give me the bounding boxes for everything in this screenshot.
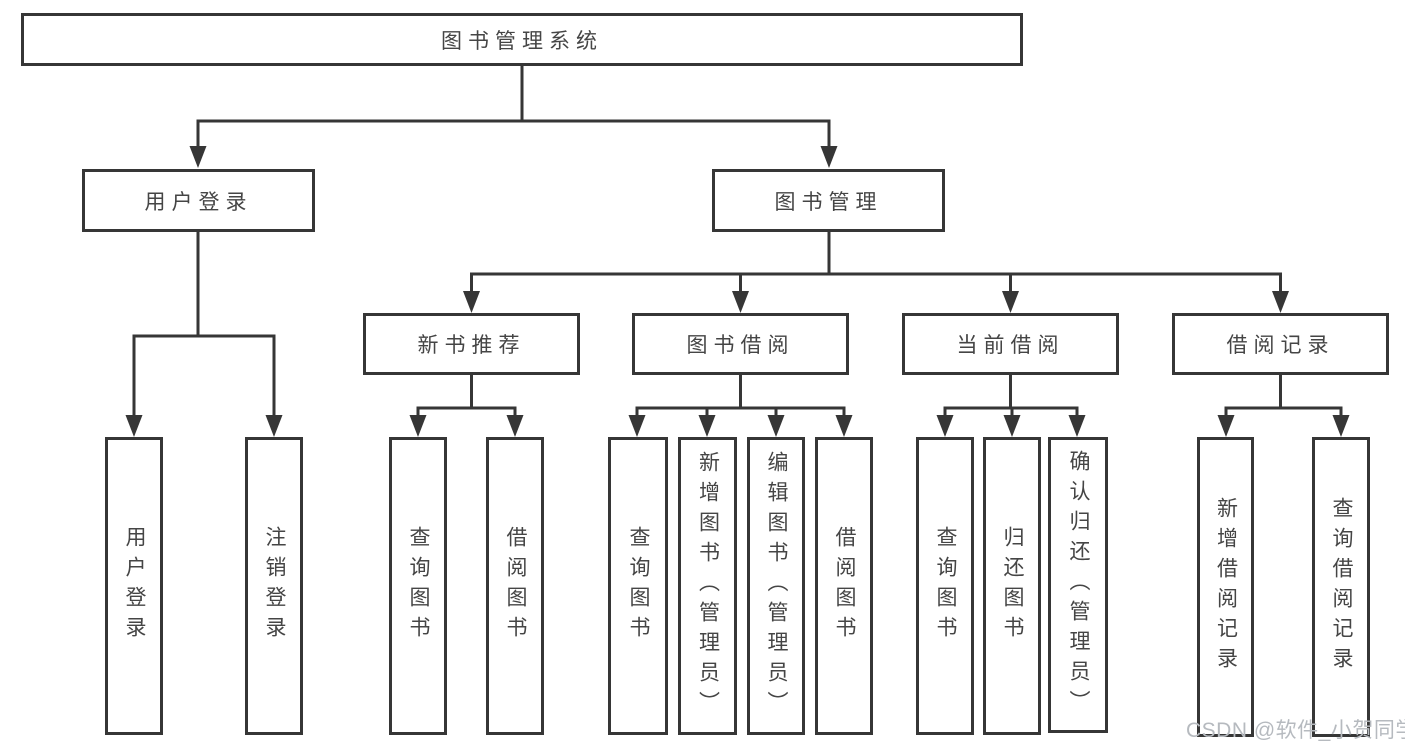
node-book-management: 图书管理 — [712, 169, 945, 232]
node-label: 用户登录 — [144, 190, 253, 214]
leaf-logout: 注销登录 — [245, 437, 303, 735]
node-new-book-recommend: 新书推荐 — [363, 313, 580, 375]
leaf-query-borrow-record: 查询借阅记录 — [1312, 437, 1370, 737]
leaf-label: 查询图书 — [407, 526, 430, 646]
leaf-borrow-books: 借阅图书 — [486, 437, 544, 735]
node-current-borrow: 当前借阅 — [902, 313, 1119, 375]
leaf-edit-books-admin: 编辑图书（管理员） — [747, 437, 805, 735]
leaf-label: 查询图书 — [627, 526, 650, 646]
node-library-management-system: 图书管理系统 — [21, 13, 1023, 66]
node-user-login: 用户登录 — [82, 169, 315, 232]
leaf-label: 新增借阅记录 — [1214, 497, 1238, 677]
leaf-label: 查询借阅记录 — [1330, 497, 1353, 677]
connector-root-to-level1 — [189, 64, 838, 168]
leaf-label: 注销登录 — [263, 526, 286, 646]
node-label: 图书管理 — [774, 190, 883, 214]
leaf-query-books: 查询图书 — [389, 437, 447, 735]
connector-book-borrow-group — [628, 373, 853, 437]
leaf-label: 新增图书（管理员） — [696, 451, 720, 721]
leaf-label: 用户登录 — [123, 526, 146, 646]
node-book-borrow: 图书借阅 — [632, 313, 849, 375]
leaf-confirm-return-admin: 确认归还（管理员） — [1048, 437, 1108, 733]
node-label: 新书推荐 — [417, 334, 526, 357]
leaf-add-borrow-record: 新增借阅记录 — [1197, 437, 1254, 737]
leaf-borrow-books: 借阅图书 — [815, 437, 873, 735]
leaf-add-books-admin: 新增图书（管理员） — [678, 437, 737, 735]
connector-new-book-group — [409, 373, 524, 437]
leaf-query-books: 查询图书 — [916, 437, 974, 735]
connector-borrow-record-group — [1217, 373, 1350, 437]
leaf-label: 归还图书 — [1001, 526, 1024, 646]
leaf-label: 借阅图书 — [504, 526, 527, 646]
node-borrow-record: 借阅记录 — [1172, 313, 1389, 375]
connector-book-management-to-level2 — [463, 230, 1289, 313]
csdn-watermark: CSDN @软件_小贺同学 — [1186, 719, 1405, 742]
leaf-label: 查询图书 — [934, 526, 957, 646]
leaf-label: 确认归还（管理员） — [1067, 450, 1090, 720]
node-label: 当前借阅 — [956, 334, 1065, 357]
leaf-return-books: 归还图书 — [983, 437, 1041, 735]
leaf-label: 借阅图书 — [833, 526, 856, 646]
node-label: 借阅记录 — [1226, 334, 1335, 357]
leaf-label: 编辑图书（管理员） — [765, 451, 788, 721]
leaf-query-books: 查询图书 — [608, 437, 668, 735]
leaf-user-login: 用户登录 — [105, 437, 163, 735]
connector-current-borrow-group — [936, 373, 1086, 437]
connector-user-login-to-children — [125, 230, 283, 437]
node-label: 图书借阅 — [686, 334, 795, 357]
node-label: 图书管理系统 — [441, 29, 603, 53]
